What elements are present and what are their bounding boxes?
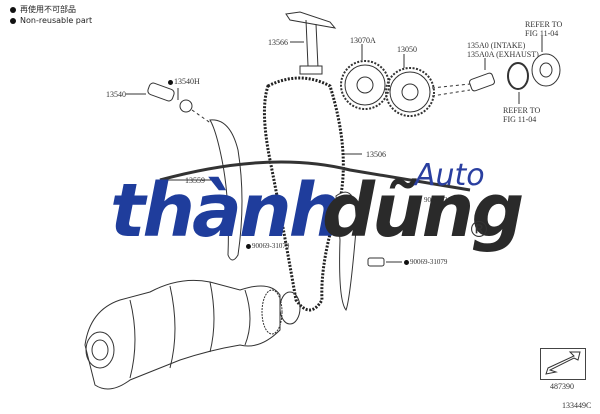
refer-bottom-line1: REFER TO — [503, 106, 541, 115]
label-90069-right: 90069-31079 — [404, 258, 447, 267]
oil-control-valve-icon — [469, 72, 495, 92]
label-135A0A-exhaust: 135A0A (EXHAUST) — [467, 50, 539, 59]
non-reusable-dot-icon — [246, 243, 251, 249]
legend-item-jp: 再使用不可部品 — [10, 4, 92, 15]
legend-text-jp: 再使用不可部品 — [20, 5, 76, 14]
watermark-swoosh-icon — [159, 160, 471, 192]
refer-top-line1: REFER TO — [525, 20, 563, 29]
watermark-text-dung: dũng — [322, 168, 524, 254]
legend-item-en: Non-reusable part — [10, 15, 92, 26]
label-13559: 13559 — [185, 176, 205, 185]
label-90069-upper: 90069-31079 — [424, 196, 462, 204]
label-13070A: 13070A — [350, 36, 376, 45]
non-reusable-dot-icon — [10, 17, 16, 24]
figure-code: 133449C — [562, 401, 592, 410]
watermark-text-thanh: thành — [110, 168, 341, 254]
chain-guide-13566-icon — [285, 11, 337, 75]
registered-mark-icon: ® — [468, 218, 490, 243]
nav-box-code: 487390 — [550, 382, 574, 391]
label-13050: 13050 — [397, 45, 417, 54]
gasket-13540H-icon — [179, 99, 193, 113]
chain-slipper-13559-icon — [209, 119, 243, 261]
seal-ring-icon — [507, 62, 529, 90]
chain-damper-icon — [335, 191, 357, 311]
direction-arrow-icon — [545, 351, 581, 375]
label-13540: 13540 — [106, 90, 126, 99]
bolt-icon — [367, 257, 385, 267]
label-13540H: 13540H — [168, 77, 200, 86]
label-13506: 13506 — [366, 150, 386, 159]
camshaft-sprocket-13050-icon — [385, 67, 435, 117]
label-135A0-intake: 135A0 (INTAKE) — [467, 41, 526, 50]
refer-top-line2: FIG 11-04 — [525, 29, 559, 38]
direction-box — [540, 348, 586, 380]
label-90069-left: 90069-31079 — [246, 242, 289, 251]
legend-text-en: Non-reusable part — [20, 16, 93, 25]
label-13566: 13566 — [268, 38, 288, 47]
legend: 再使用不可部品 Non-reusable part — [10, 4, 92, 26]
crankshaft-icon — [84, 279, 301, 390]
chain-tensioner-13540-icon — [147, 82, 175, 102]
timing-chain-13506-icon — [262, 76, 345, 312]
non-reusable-dot-icon — [168, 79, 173, 85]
refer-bottom-line2: FIG 11-04 — [503, 115, 537, 124]
cam-cover-icon — [531, 53, 561, 87]
camshaft-sprocket-13070A-icon — [340, 60, 390, 110]
non-reusable-dot-icon — [404, 259, 409, 265]
non-reusable-dot-icon — [10, 6, 16, 13]
watermark-text-auto: Auto — [415, 158, 485, 193]
